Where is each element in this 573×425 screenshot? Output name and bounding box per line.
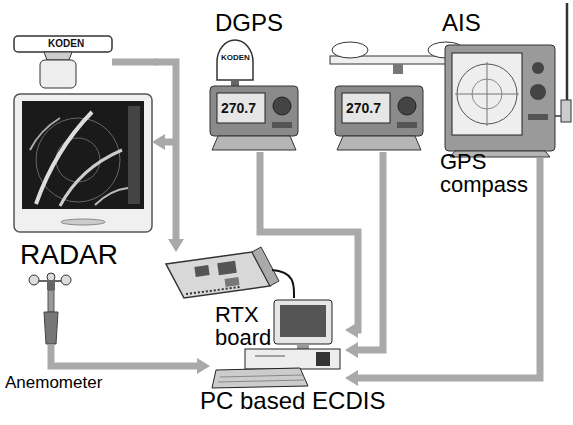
control-knob <box>530 84 546 100</box>
display-unit <box>335 86 423 136</box>
chip <box>194 265 209 277</box>
signal-line <box>51 345 198 366</box>
device-label: GPS compass <box>440 150 528 196</box>
rtx-board: RTX board <box>160 252 272 300</box>
monitor-stand <box>297 344 309 349</box>
signal-line <box>155 62 176 240</box>
signal-arrow <box>51 345 210 374</box>
keyboard <box>212 368 308 388</box>
plot-axis <box>455 94 519 95</box>
signal-line <box>357 152 383 350</box>
mount-bracket <box>212 136 296 150</box>
gps-dome-antenna <box>217 40 253 80</box>
device-label: AIS <box>442 10 481 35</box>
radar-echo <box>95 188 128 205</box>
arrow-head <box>345 322 358 338</box>
arrow-head <box>152 134 165 150</box>
control-knob <box>398 97 416 115</box>
cup-hub <box>47 280 55 290</box>
arrow-head <box>345 342 358 358</box>
arrow-head <box>197 358 210 374</box>
signal-arrow <box>155 62 184 252</box>
pc-screen <box>280 305 326 337</box>
arrow-head <box>168 239 184 252</box>
ribbon-cable <box>272 270 294 298</box>
pc-ecdis: PC based ECDIS <box>210 298 345 388</box>
gps-compass-unit: GPS compass <box>328 38 468 152</box>
pc-monitor <box>274 300 332 344</box>
display-readout: 270.7 <box>346 101 381 115</box>
antenna-cable <box>555 115 561 117</box>
edge-connector <box>186 287 240 294</box>
antenna-mount <box>393 64 403 74</box>
radar-unit: RADAR <box>10 38 155 238</box>
key-row <box>220 375 302 377</box>
unit-button <box>528 114 548 120</box>
control-knob <box>273 97 291 115</box>
range-ring <box>56 138 100 182</box>
anemometer: Anemometer <box>28 272 72 345</box>
wind-cup <box>29 275 39 285</box>
chip <box>217 261 236 275</box>
unit-button <box>272 122 292 128</box>
monitor-button <box>61 219 105 225</box>
radar-data-panel <box>128 106 140 204</box>
ais-unit-body <box>445 45 555 151</box>
drive-slot <box>255 356 285 357</box>
lcd-screen <box>342 93 390 123</box>
radar-monitor <box>14 94 152 232</box>
radar-pedestal <box>40 60 76 88</box>
lcd-screen <box>217 93 265 123</box>
unit-button <box>532 62 544 74</box>
radar-antenna-neck <box>44 52 72 60</box>
signal-line <box>260 152 358 330</box>
pc-case <box>245 349 340 369</box>
floppy-disk <box>316 352 330 366</box>
key-row <box>218 380 304 382</box>
ais-screen <box>452 53 522 135</box>
brand-label: KODEN <box>221 54 250 62</box>
signal-line <box>112 59 158 66</box>
radar-echo <box>60 150 122 206</box>
display-readout: 270.7 <box>221 101 256 115</box>
radar-antenna-array <box>14 36 112 52</box>
wind-cup <box>47 273 55 281</box>
antenna-mount <box>231 80 239 86</box>
signal-arrow <box>260 152 358 338</box>
dgps-unit: DGPS <box>205 8 302 152</box>
mount-bracket <box>337 136 421 150</box>
device-label: Anemometer <box>5 374 102 392</box>
antenna-base <box>561 100 571 122</box>
anemometer-body <box>44 312 58 344</box>
wind-cup <box>61 275 71 285</box>
gps-dome <box>332 42 368 58</box>
device-label: RADAR <box>20 240 118 269</box>
cable-line <box>272 270 294 298</box>
radar-screen <box>22 101 144 209</box>
device-label: DGPS <box>215 10 283 35</box>
chip <box>225 277 240 287</box>
brand-label: KODEN <box>48 39 84 49</box>
anemometer-pole <box>48 290 54 312</box>
signal-arrow <box>345 152 383 358</box>
unit-button <box>397 122 417 128</box>
vhf-antenna <box>566 3 569 100</box>
device-label: RTX board <box>215 303 271 349</box>
radar-echo <box>36 112 92 204</box>
display-unit <box>210 86 298 136</box>
ais-unit: AIS <box>440 8 560 158</box>
radar-echo <box>30 118 60 150</box>
circuit-board <box>166 252 270 298</box>
board-bracket <box>252 247 279 286</box>
device-label: PC based ECDIS <box>200 388 385 413</box>
arrow-head <box>345 370 358 386</box>
